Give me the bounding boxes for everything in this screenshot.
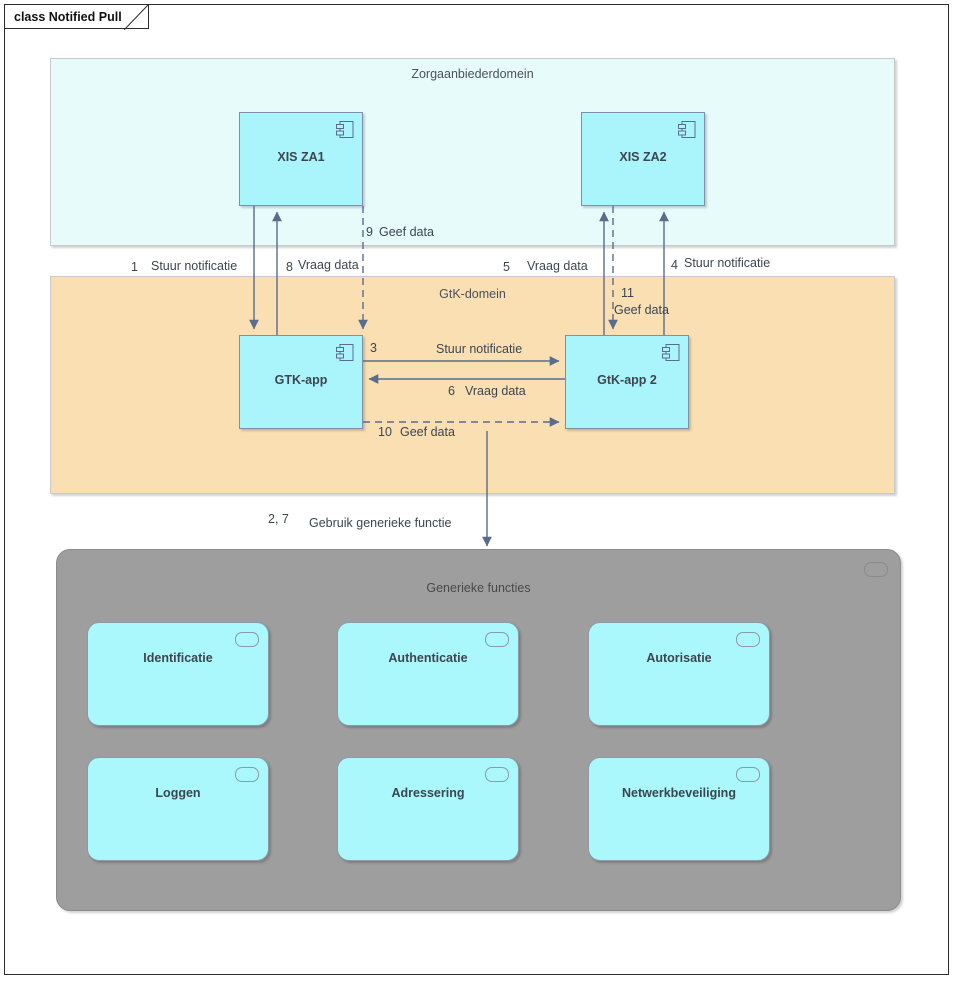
function-netwerkbeveiliging-label: Netwerkbeveiliging [622, 786, 736, 800]
uml-component-icon [677, 120, 697, 140]
function-adressering[interactable]: Adressering [337, 757, 519, 861]
function-identificatie-label: Identificatie [143, 651, 213, 665]
connector-4-label: Stuur notificatie [684, 256, 771, 270]
connector-8-number: 8 [286, 260, 293, 274]
connector-3-number: 3 [370, 341, 377, 355]
function-autorisatie[interactable]: Autorisatie [588, 622, 770, 726]
connector-11-label: Geef data [614, 303, 669, 317]
domain-generieke-functies-label: Generieke functies [426, 581, 531, 595]
connector-5-label: Vraag data [527, 259, 588, 273]
component-xis-za1[interactable]: XIS ZA1 [239, 112, 363, 206]
connector-3-label: Stuur notificatie [436, 342, 523, 356]
uml-component-icon [661, 343, 681, 363]
rounded-rect-icon [736, 632, 760, 647]
uml-component-icon [335, 343, 355, 363]
connector-5-number: 5 [503, 260, 510, 274]
connector-2-7-number: 2, 7 [268, 512, 289, 526]
component-gtk-app[interactable]: GTK-app [239, 335, 363, 429]
connector-4-number: 4 [671, 258, 678, 272]
function-loggen[interactable]: Loggen [87, 757, 269, 861]
connector-1-label: Stuur notificatie [151, 259, 238, 273]
rounded-rect-icon [235, 632, 259, 647]
function-autorisatie-label: Autorisatie [646, 651, 712, 665]
connector-9-number: 9 [366, 225, 373, 239]
function-identificatie[interactable]: Identificatie [87, 622, 269, 726]
function-authenticatie[interactable]: Authenticatie [337, 622, 519, 726]
rounded-rect-icon [485, 632, 509, 647]
function-loggen-label: Loggen [155, 786, 201, 800]
component-gtk-app-label: GTK-app [274, 373, 328, 387]
rounded-rect-icon [736, 767, 760, 782]
connector-6-number: 6 [448, 384, 455, 398]
rounded-rect-icon [235, 767, 259, 782]
function-authenticatie-label: Authenticatie [388, 651, 468, 665]
function-netwerkbeveiliging[interactable]: Netwerkbeveiliging [588, 757, 770, 861]
component-gtk-app-2-label: GtK-app 2 [597, 373, 657, 387]
domain-zorgaanbieder[interactable]: Zorgaanbiederdomein [50, 58, 895, 246]
rounded-rect-icon [485, 767, 509, 782]
connector-1-number: 1 [131, 260, 138, 274]
component-xis-za2[interactable]: XIS ZA2 [581, 112, 705, 206]
connector-9-label: Geef data [379, 225, 434, 239]
connector-11-number: 11 [621, 286, 634, 300]
connector-10-label: Geef data [400, 425, 455, 439]
diagram-title-tab: class Notified Pull [5, 5, 149, 29]
function-adressering-label: Adressering [391, 786, 465, 800]
connector-10-number: 10 [378, 425, 392, 439]
domain-gtk[interactable]: GtK-domein [50, 276, 895, 494]
connector-2-7-label: Gebruik generieke functie [309, 516, 452, 530]
domain-zorgaanbieder-label: Zorgaanbiederdomein [411, 67, 534, 81]
uml-component-icon [335, 120, 355, 140]
component-xis-za1-label: XIS ZA1 [277, 150, 325, 164]
rounded-rect-icon [864, 562, 888, 577]
component-xis-za2-label: XIS ZA2 [619, 150, 667, 164]
diagram-title: class Notified Pull [14, 9, 122, 24]
connector-8-label: Vraag data [298, 258, 359, 272]
domain-gtk-label: GtK-domein [439, 287, 506, 301]
connector-6-label: Vraag data [465, 384, 526, 398]
diagram-title-tab-slant [124, 5, 150, 30]
component-gtk-app-2[interactable]: GtK-app 2 [565, 335, 689, 429]
